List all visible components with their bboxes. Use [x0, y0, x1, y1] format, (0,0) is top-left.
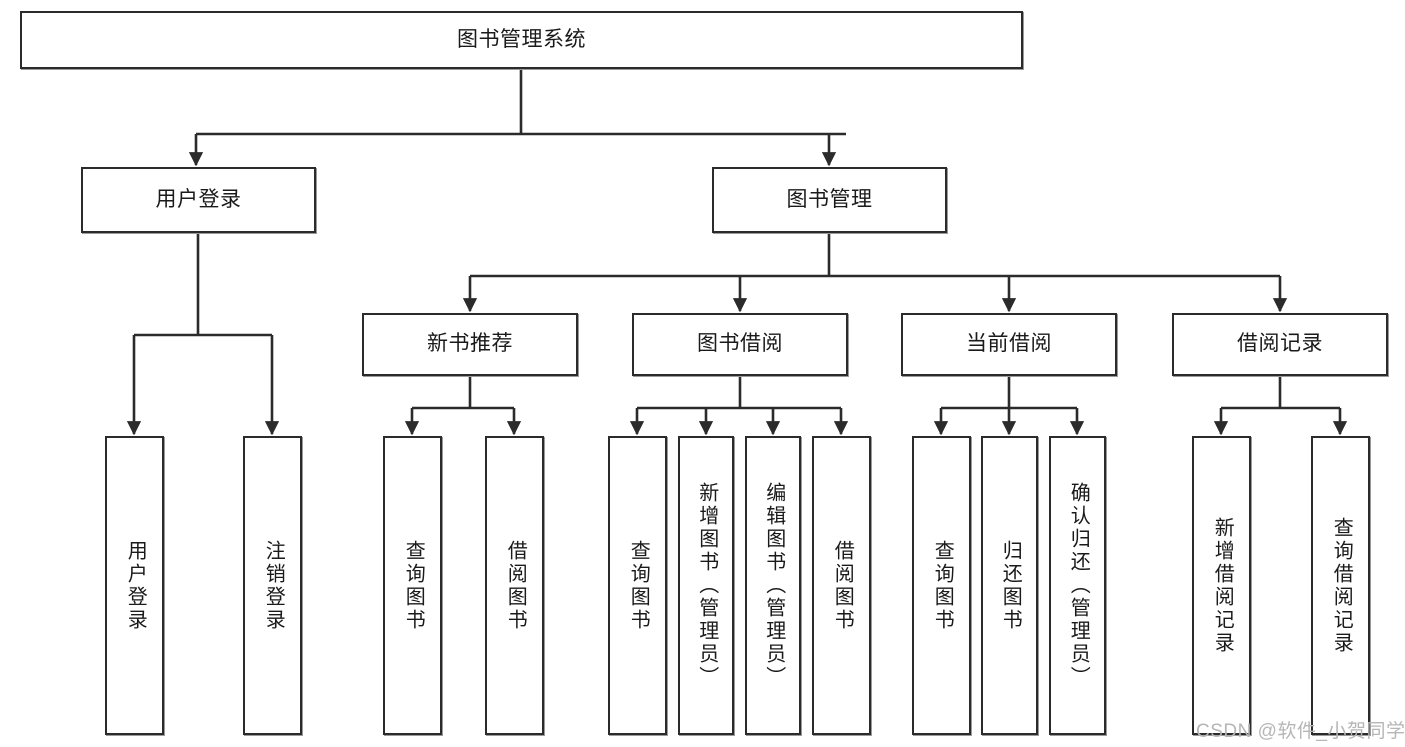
node-leaf-query-book-1[interactable]: 查询图书 — [383, 436, 442, 735]
node-leaf-query-book-2-label: 查询图书 — [627, 539, 650, 632]
node-current-borrow[interactable]: 当前借阅 — [901, 313, 1117, 376]
node-root-label: 图书管理系统 — [457, 27, 586, 51]
node-book-management-label: 图书管理 — [786, 187, 873, 211]
node-leaf-add-book-label: 新增图书（管理员） — [695, 482, 718, 689]
node-leaf-return-book[interactable]: 归还图书 — [981, 436, 1038, 735]
node-leaf-query-book-3-label: 查询图书 — [931, 539, 954, 632]
node-new-book-recommend-label: 新书推荐 — [427, 332, 513, 356]
node-leaf-query-record[interactable]: 查询借阅记录 — [1311, 436, 1370, 735]
node-leaf-borrow-book-2-label: 借阅图书 — [831, 539, 854, 632]
node-leaf-query-record-label: 查询借阅记录 — [1330, 516, 1353, 655]
node-leaf-confirm-return[interactable]: 确认归还（管理员） — [1049, 436, 1106, 735]
watermark: CSDN @软件_小贺同学 — [1196, 721, 1405, 742]
node-new-book-recommend[interactable]: 新书推荐 — [362, 313, 578, 376]
node-leaf-confirm-return-label: 确认归还（管理员） — [1067, 482, 1090, 689]
node-book-management[interactable]: 图书管理 — [712, 167, 947, 233]
node-leaf-borrow-book-2[interactable]: 借阅图书 — [812, 436, 871, 735]
node-leaf-borrow-book-1-label: 借阅图书 — [504, 539, 527, 632]
node-leaf-query-book-2[interactable]: 查询图书 — [608, 436, 667, 735]
node-borrow-record[interactable]: 借阅记录 — [1172, 313, 1388, 376]
node-leaf-borrow-book-1[interactable]: 借阅图书 — [485, 436, 544, 735]
node-book-borrow-label: 图书借阅 — [697, 332, 783, 356]
node-leaf-return-book-label: 归还图书 — [999, 539, 1022, 632]
node-leaf-user-login[interactable]: 用户登录 — [105, 436, 164, 735]
node-user-login[interactable]: 用户登录 — [81, 167, 316, 233]
node-borrow-record-label: 借阅记录 — [1237, 332, 1323, 356]
node-leaf-edit-book-label: 编辑图书（管理员） — [762, 482, 785, 689]
node-current-borrow-label: 当前借阅 — [966, 332, 1052, 356]
node-leaf-add-record-label: 新增借阅记录 — [1211, 516, 1234, 655]
node-user-login-label: 用户登录 — [155, 187, 242, 211]
node-root[interactable]: 图书管理系统 — [20, 11, 1023, 69]
node-leaf-user-login-label: 用户登录 — [124, 539, 147, 632]
node-book-borrow[interactable]: 图书借阅 — [632, 313, 848, 376]
node-leaf-query-book-1-label: 查询图书 — [402, 539, 425, 632]
node-leaf-add-book[interactable]: 新增图书（管理员） — [678, 436, 734, 735]
node-leaf-query-book-3[interactable]: 查询图书 — [912, 436, 971, 735]
node-leaf-add-record[interactable]: 新增借阅记录 — [1192, 436, 1251, 735]
node-leaf-edit-book[interactable]: 编辑图书（管理员） — [745, 436, 801, 735]
node-leaf-logout-login-label: 注销登录 — [262, 539, 285, 632]
node-leaf-logout-login[interactable]: 注销登录 — [243, 436, 302, 735]
